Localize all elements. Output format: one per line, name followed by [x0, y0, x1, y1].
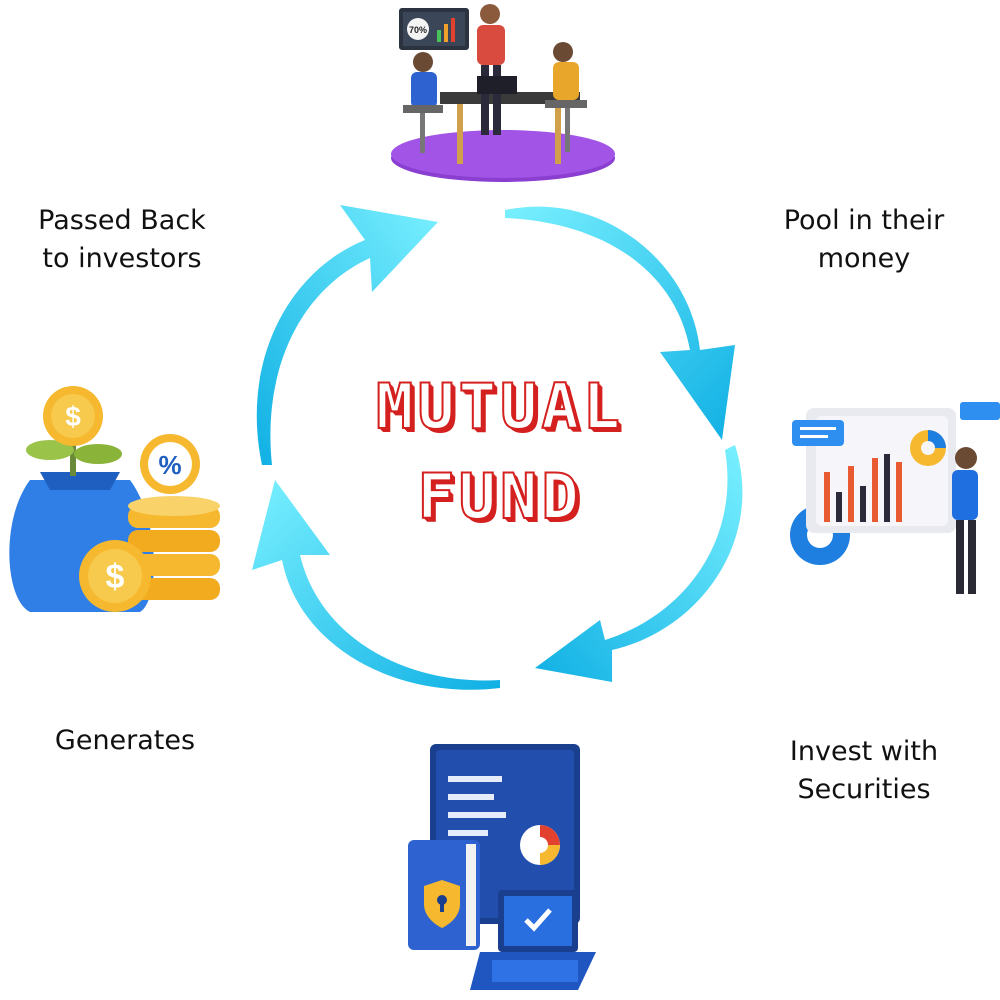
label-passed-back: Passed Back to investors [38, 205, 206, 274]
arrow-pool-in [505, 206, 735, 440]
analytics-dashboard-icon [790, 402, 1000, 594]
arrow-invest [535, 445, 743, 682]
dollar-coin-front-symbol: $ [106, 558, 125, 596]
dollar-coin-top-symbol: $ [65, 401, 81, 432]
secure-laptop-report-icon [408, 744, 596, 990]
arrow-passed-back [256, 205, 438, 465]
arrow-generates [252, 480, 500, 690]
team-meeting-icon: 70% [391, 4, 615, 182]
screen-percent-text: 70% [409, 25, 427, 35]
label-generates: Generates [54, 725, 196, 756]
money-bag-coins-icon: $ % $ [9, 386, 220, 612]
title-fund: FUND [416, 459, 583, 534]
label-invest: Invest with Securities [789, 736, 939, 805]
title-mutual: MUTUAL [375, 369, 624, 444]
percent-coin-symbol: % [158, 450, 181, 480]
label-pool-in: Pool in their money [783, 205, 945, 274]
